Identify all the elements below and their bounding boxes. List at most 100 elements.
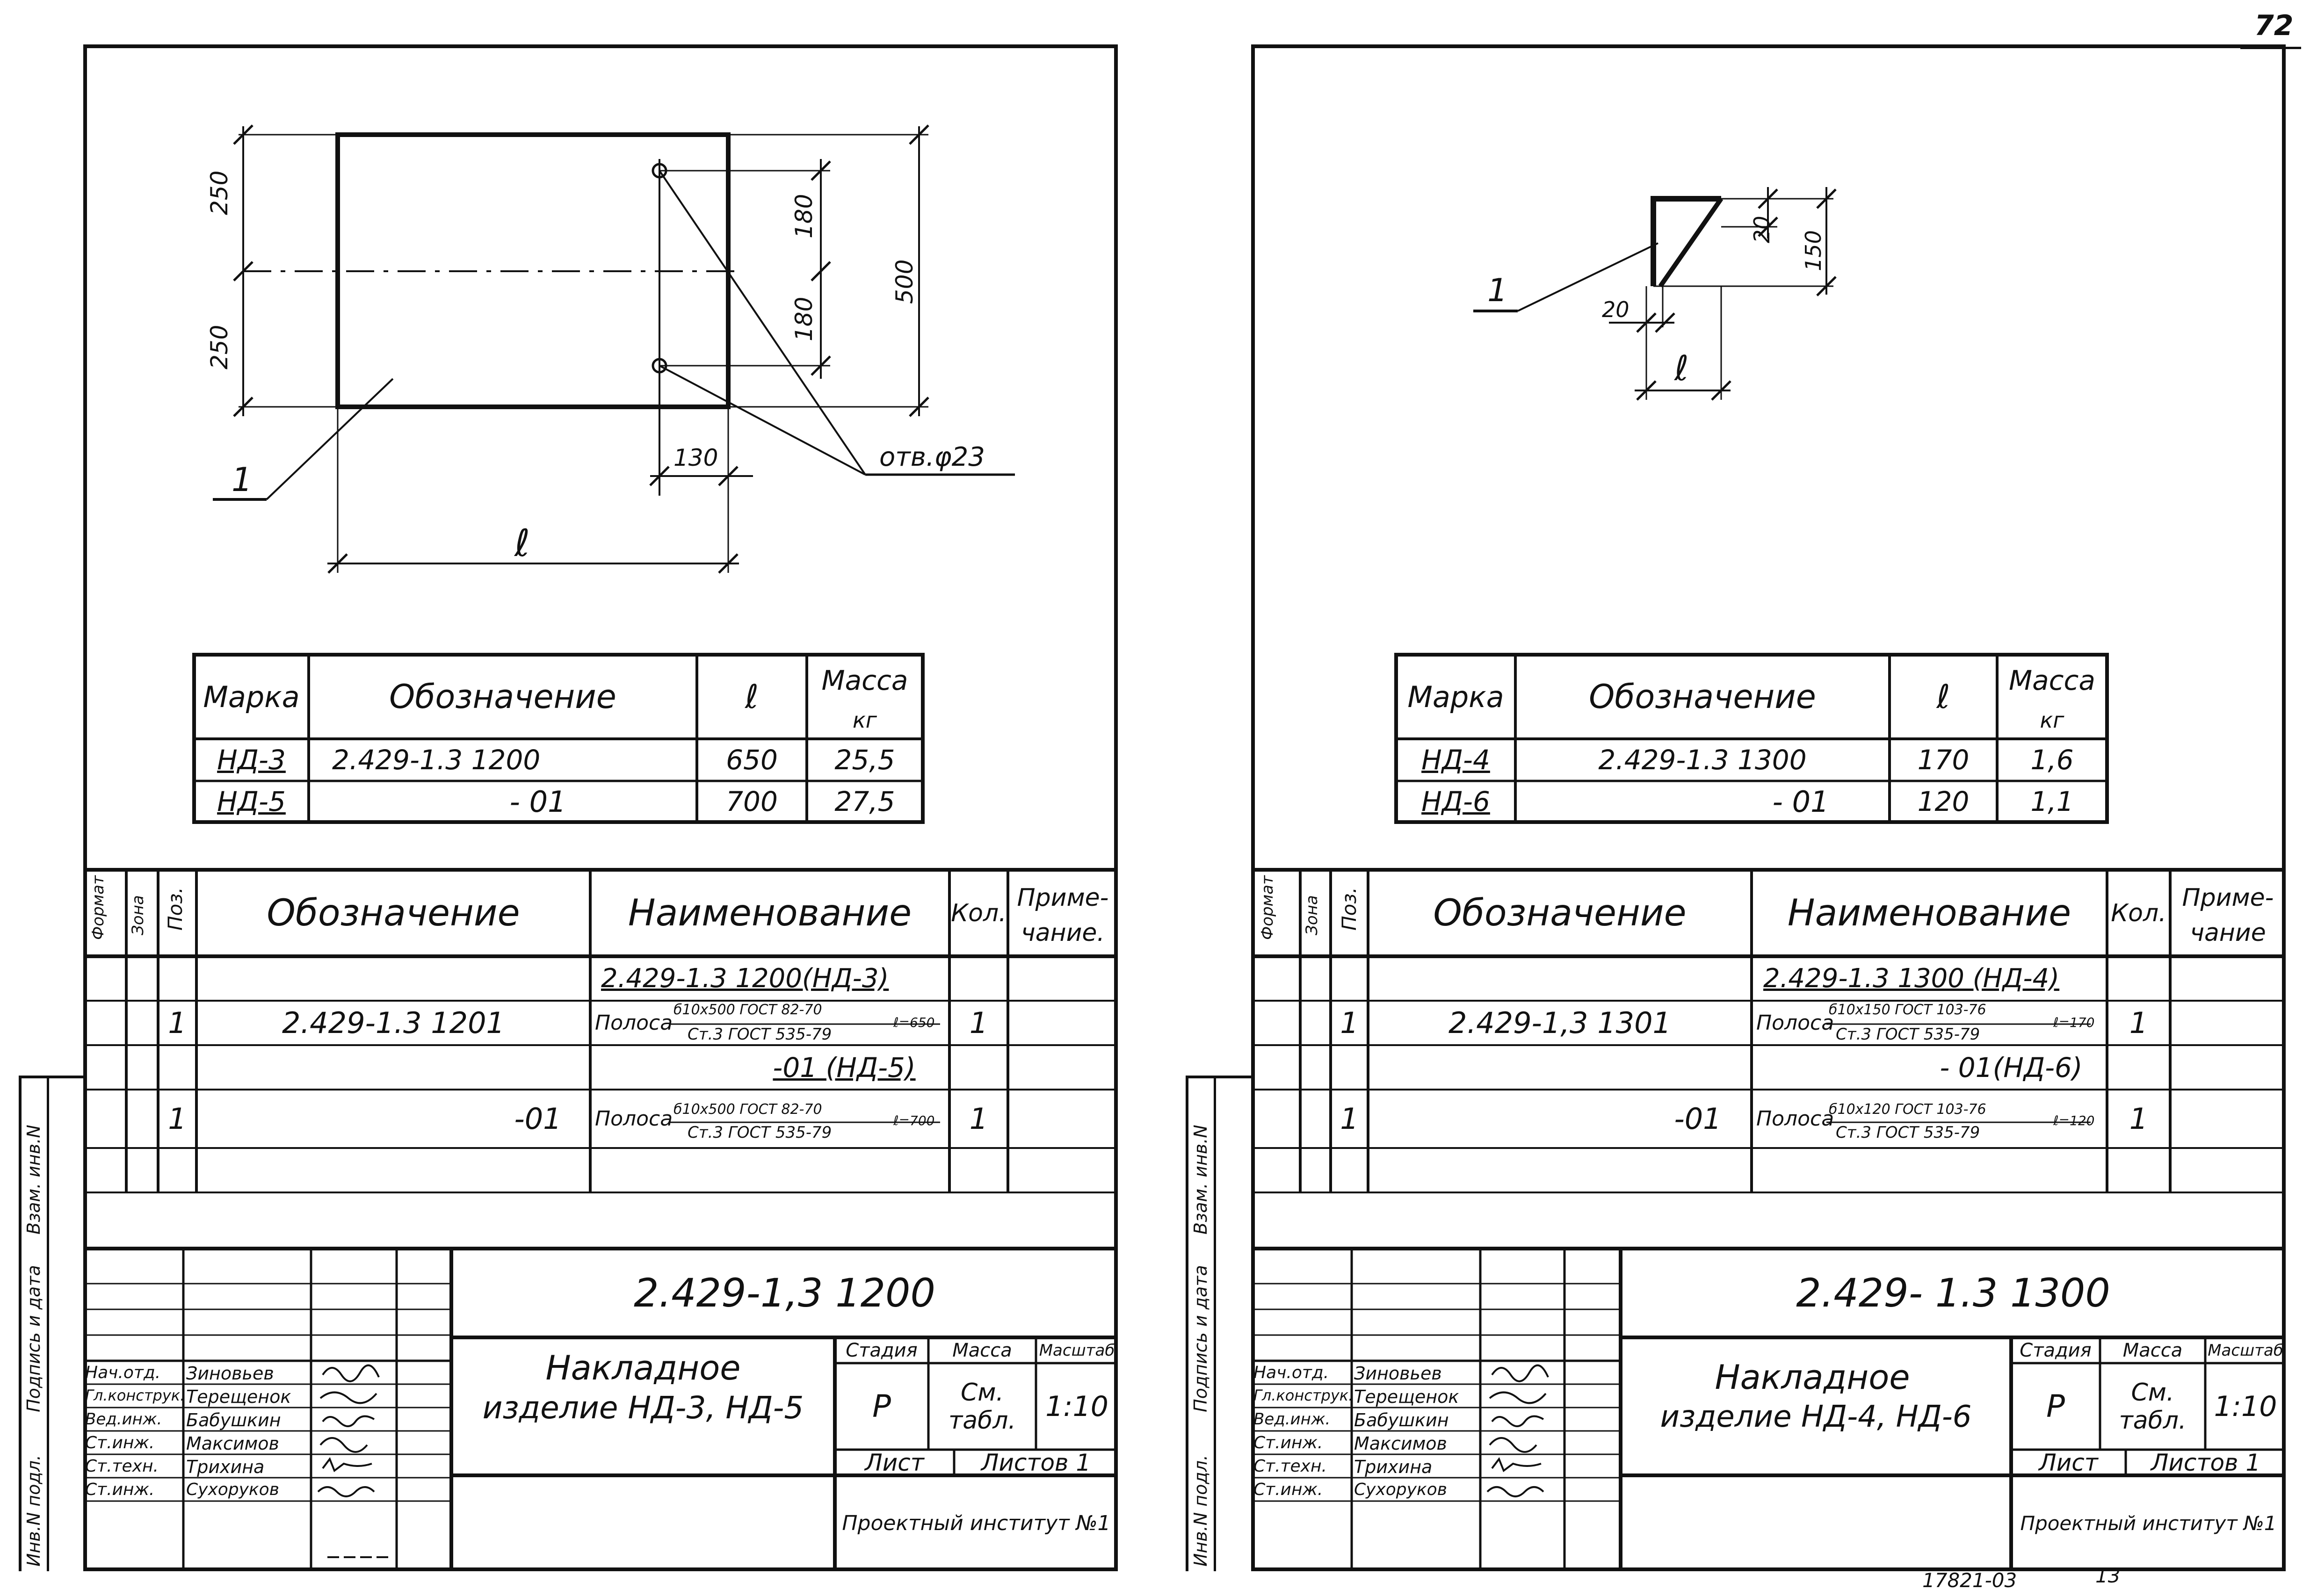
mass2-row1-mass: 1,6 — [2030, 744, 2074, 776]
footer-code: 17821-03 — [1922, 1569, 2017, 1592]
mass-row1-mass: 25,5 — [834, 744, 895, 776]
mass-header-kg: кг — [853, 708, 877, 733]
scale-value: 1:10 — [1045, 1390, 1108, 1423]
organization-2: Проектный институт №1 — [2020, 1512, 2277, 1535]
role-1: Нач.отд. — [85, 1363, 161, 1382]
spec-row2-frac-top: б10х500 ГОСТ 82-70 — [674, 1002, 822, 1018]
mass2-row2-designation: - 01 — [1772, 784, 1829, 819]
spec2-row2-name: Полоса — [1756, 1011, 1834, 1035]
role-4: Ст.инж. — [85, 1433, 155, 1452]
spec-header-designation: Обозначение — [267, 892, 520, 934]
mass-header-l: ℓ — [745, 678, 759, 716]
dim2-l: ℓ — [1674, 348, 1689, 389]
organization: Проектный институт №1 — [842, 1511, 1111, 1535]
scale2-label: Масштаб — [2208, 1341, 2283, 1360]
role2-2: Гл.конструк. — [1253, 1387, 1354, 1404]
mass2-row1-mark: НД-4 — [1421, 744, 1490, 776]
mass-label: Масса — [952, 1339, 1012, 1361]
spec2-header-note2: чание — [2190, 919, 2266, 947]
role2-6: Ст.инж. — [1253, 1480, 1323, 1499]
name-3: Бабушкин — [186, 1410, 281, 1430]
spec2-header-name: Наименование — [1787, 892, 2071, 934]
spec-row3-name: -01 (НД-5) — [773, 1051, 916, 1083]
name2-3: Бабушкин — [1354, 1410, 1449, 1430]
mass-row1-mark: НД-3 — [217, 744, 286, 776]
spec2-row4-name: Полоса — [1756, 1107, 1834, 1131]
role-5: Ст.техн. — [85, 1457, 159, 1476]
role2-3: Вед.инж. — [1253, 1410, 1331, 1429]
spec2-header-note1: Приме- — [2182, 884, 2274, 912]
spec-header-note1: Приме- — [1017, 884, 1109, 912]
mass2-value: См. табл. — [2119, 1378, 2187, 1435]
mass2-row2-l: 120 — [1917, 786, 1970, 817]
spec2-header-qty: Кол. — [2111, 899, 2166, 927]
scale2-value: 1:10 — [2214, 1390, 2277, 1423]
scale-label: Масштаб — [1039, 1341, 1115, 1360]
spec-header-name: Наименование — [628, 892, 912, 934]
sheet-1-margin-strip — [19, 1076, 84, 1571]
spec2-row4-frac-top: б10х120 ГОСТ 103-76 — [1829, 1101, 1986, 1118]
mass2-header-kg: кг — [2040, 708, 2064, 733]
spec-row2-des: 2.429-1.3 1201 — [282, 1006, 505, 1040]
spec2-row4-len: ℓ=120 — [2053, 1113, 2095, 1128]
mass2-label: Масса — [2122, 1339, 2183, 1361]
dim-l: ℓ — [514, 521, 530, 565]
callout-1: 1 — [232, 461, 253, 499]
callout2-1: 1 — [1487, 272, 1508, 309]
mass-row1-designation: 2.429-1.3 1200 — [332, 744, 541, 776]
spec-row2-pos: 1 — [168, 1006, 187, 1040]
spec-row4-len: ℓ=700 — [893, 1113, 935, 1128]
spec2-header-designation: Обозначение — [1433, 892, 1687, 934]
spec2-row4-qty: 1 — [2129, 1102, 2148, 1136]
hole-label: отв.φ23 — [879, 442, 985, 472]
spec2-row2-pos: 1 — [1340, 1006, 1359, 1040]
name2-4: Максимов — [1354, 1433, 1447, 1454]
mass2-row1-l: 170 — [1917, 744, 1970, 776]
mass-header-mark: Марка — [203, 679, 300, 714]
mass2-row2-mark: НД-6 — [1421, 786, 1490, 817]
name2-2: Терещенок — [1354, 1387, 1459, 1407]
spec2-row3-name: - 01(НД-6) — [1940, 1051, 2083, 1083]
name-2: Терещенок — [186, 1387, 291, 1407]
spec-row4-qty: 1 — [969, 1102, 988, 1136]
dim2-20-bottom: 20 — [1602, 297, 1629, 322]
spec-row4-frac-top: б10х500 ГОСТ 82-70 — [674, 1101, 822, 1118]
spec-row2-frac-bot: Ст.3 ГОСТ 535-79 — [688, 1025, 832, 1044]
role-6: Ст.инж. — [85, 1480, 155, 1499]
title2-name-line2: изделие НД-4, НД-6 — [1660, 1400, 1972, 1434]
title-name-line1: Накладное — [545, 1348, 741, 1387]
mass-row1-l: 650 — [726, 744, 778, 776]
spec-row2-name: Полоса — [595, 1011, 673, 1035]
mass-row2-mark: НД-5 — [217, 786, 286, 817]
spec-row4-pos: 1 — [168, 1102, 187, 1136]
mass2-header-l: ℓ — [1936, 678, 1950, 716]
sheet-1-frame — [83, 44, 1118, 1571]
spec2-row2-frac-bot: Ст.3 ГОСТ 535-79 — [1836, 1025, 1980, 1044]
stage2-value: Р — [2046, 1388, 2065, 1424]
sheet-2-margin-strip — [1186, 1076, 1251, 1571]
title-code: 2.429-1,3 1200 — [634, 1270, 935, 1316]
stage-label: Стадия — [846, 1339, 918, 1361]
role2-1: Нач.отд. — [1253, 1363, 1329, 1382]
sheet-label: Лист — [865, 1450, 924, 1475]
footer-num: 13 — [2095, 1564, 2121, 1587]
spec-row1-name: 2.429-1.3 1200(НД-3) — [601, 963, 889, 994]
sheet2-label: Лист — [2039, 1450, 2098, 1475]
name2-1: Зиновьев — [1354, 1363, 1442, 1384]
sheet-2-frame — [1251, 44, 2286, 1571]
stage2-label: Стадия — [2020, 1339, 2092, 1361]
spec-row2-len: ℓ=650 — [893, 1015, 935, 1030]
spec-row2-qty: 1 — [969, 1006, 988, 1040]
title2-name-line1: Накладное — [1715, 1358, 1910, 1397]
mass-row2-l: 700 — [726, 786, 778, 817]
role2-5: Ст.техн. — [1253, 1457, 1327, 1476]
mass2-header-mark: Марка — [1407, 679, 1504, 714]
